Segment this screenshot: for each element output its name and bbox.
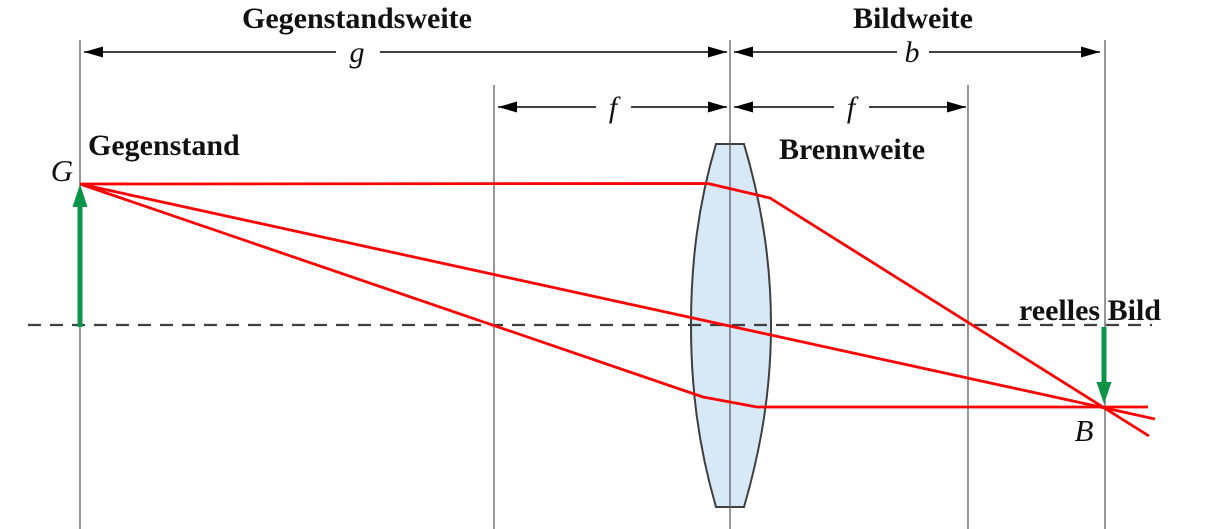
object-distance-title: Gegenstandsweite: [242, 2, 472, 35]
dimension-f-right: f: [734, 91, 966, 124]
real-image-label: reelles Bild: [1019, 294, 1161, 327]
f-right-label: f: [847, 91, 859, 124]
focal-ray: [79, 182, 1148, 409]
dimension-f-right-arrowhead-left: [734, 101, 753, 113]
object-arrow-head: [72, 184, 88, 207]
focal-length-label: Brennweite: [779, 133, 925, 166]
object-symbol: G: [51, 153, 73, 188]
image-symbol: B: [1075, 413, 1094, 448]
image-arrow-head: [1096, 382, 1112, 404]
image-arrow: [1096, 327, 1112, 404]
dimension-b-arrowhead-left: [734, 46, 753, 58]
dimension-g: g: [84, 36, 727, 69]
dimension-g-arrowhead-right: [708, 46, 727, 58]
dimension-b-arrowhead-right: [1081, 46, 1100, 58]
dimension-f-left-arrowhead-right: [708, 101, 727, 113]
object-label: Gegenstand: [88, 129, 240, 162]
dimension-f-right-arrowhead-right: [947, 101, 966, 113]
f-left-label: f: [609, 91, 621, 124]
dimension-g-arrowhead-left: [84, 46, 103, 58]
light-rays: [79, 182, 1156, 438]
dimension-b: b: [734, 36, 1100, 69]
dimension-f-left: f: [498, 91, 727, 124]
image-distance-title: Bildweite: [853, 2, 973, 35]
parallel-ray: [79, 182, 1150, 438]
object-arrow: [72, 184, 88, 327]
center-ray: [79, 182, 1156, 421]
g-label: g: [350, 36, 365, 69]
b-label: b: [905, 36, 920, 69]
dimension-f-left-arrowhead-left: [498, 101, 517, 113]
